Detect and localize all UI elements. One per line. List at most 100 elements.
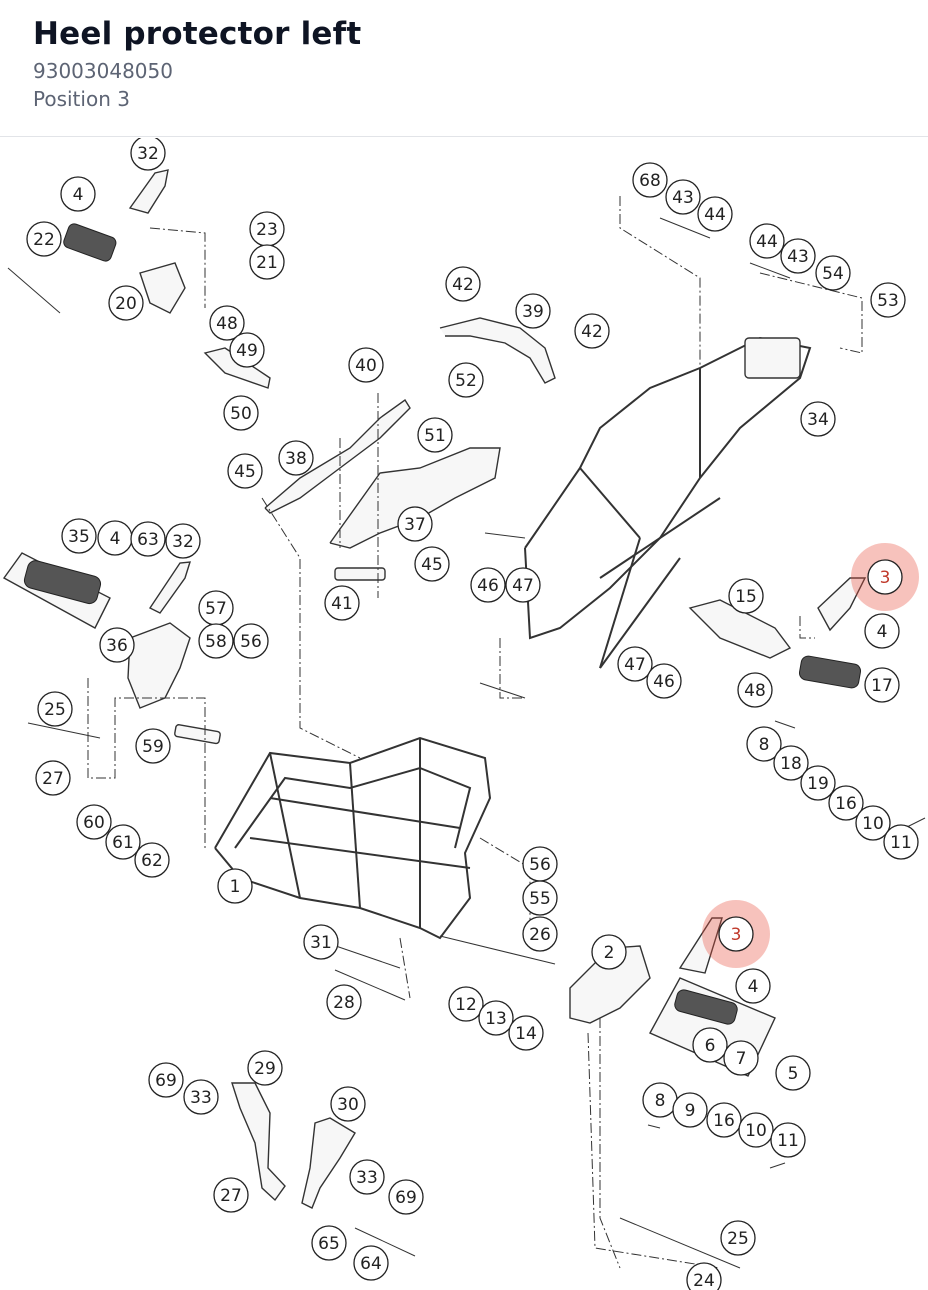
callout-circle[interactable] (775, 1055, 811, 1091)
callout-circle[interactable] (99, 627, 135, 663)
callout-circle[interactable] (134, 842, 170, 878)
callout-circle[interactable] (646, 663, 682, 699)
callout-circle[interactable] (770, 1122, 806, 1158)
callout-number: 37 (404, 515, 426, 535)
callout-circle[interactable] (249, 244, 285, 280)
callout-number: 1 (230, 877, 241, 897)
callout-circle[interactable] (229, 332, 265, 368)
callout-number: 26 (529, 925, 551, 945)
callout-circle[interactable] (353, 1245, 389, 1281)
callout-circle[interactable] (746, 726, 782, 762)
callout-circle[interactable] (855, 805, 891, 841)
callout-circle[interactable] (209, 305, 245, 341)
callout-number: 56 (529, 855, 551, 875)
callout-circle[interactable] (105, 824, 141, 860)
callout-circle[interactable] (26, 221, 62, 257)
callout-circle[interactable] (735, 968, 771, 1004)
callout-circle[interactable] (60, 176, 96, 212)
callout-circle[interactable] (706, 1102, 742, 1138)
callout-number: 48 (744, 681, 766, 701)
callout-circle[interactable] (718, 916, 754, 952)
callout-circle[interactable] (326, 984, 362, 1020)
callout-circle[interactable] (130, 521, 166, 557)
callout-circle[interactable] (672, 1092, 708, 1128)
callout-circle[interactable] (278, 440, 314, 476)
callout-circle[interactable] (198, 623, 234, 659)
callout-number: 3 (731, 925, 742, 945)
callout-circle[interactable] (867, 559, 903, 595)
callout-number: 27 (42, 769, 64, 789)
callout-circle[interactable] (522, 916, 558, 952)
callout-circle[interactable] (303, 924, 339, 960)
callout-circle[interactable] (37, 691, 73, 727)
callout-circle[interactable] (574, 313, 610, 349)
callout-circle[interactable] (686, 1262, 722, 1290)
callout-number: 8 (759, 735, 770, 755)
callout-number: 4 (748, 977, 759, 997)
callout-circle[interactable] (388, 1179, 424, 1215)
callout-circle[interactable] (870, 282, 906, 318)
callout-circle[interactable] (130, 138, 166, 171)
callout-circle[interactable] (723, 1040, 759, 1076)
callout-number: 69 (395, 1188, 417, 1208)
callout-circle[interactable] (330, 1086, 366, 1122)
callout-circle[interactable] (864, 667, 900, 703)
callout-circle[interactable] (749, 223, 785, 259)
callout-number: 61 (112, 833, 134, 853)
callout-circle[interactable] (217, 868, 253, 904)
callout-circle[interactable] (515, 293, 551, 329)
callout-circle[interactable] (591, 934, 627, 970)
callout-number: 18 (780, 754, 802, 774)
callout-circle[interactable] (135, 728, 171, 764)
callout-circle[interactable] (697, 196, 733, 232)
callout-circle[interactable] (738, 1112, 774, 1148)
callout-circle[interactable] (348, 347, 384, 383)
callout-circle[interactable] (165, 523, 201, 559)
callout-circle[interactable] (632, 162, 668, 198)
callout-circle[interactable] (780, 238, 816, 274)
callout-circle[interactable] (720, 1220, 756, 1256)
callout-circle[interactable] (665, 179, 701, 215)
callout-circle[interactable] (617, 646, 653, 682)
callout-circle[interactable] (728, 578, 764, 614)
callout-circle[interactable] (448, 362, 484, 398)
callout-circle[interactable] (737, 672, 773, 708)
callout-circle[interactable] (233, 623, 269, 659)
callout-circle[interactable] (397, 506, 433, 542)
callout-circle[interactable] (445, 266, 481, 302)
callout-circle[interactable] (508, 1015, 544, 1051)
callout-circle[interactable] (505, 567, 541, 603)
callout-number: 44 (756, 232, 778, 252)
callout-circle[interactable] (773, 745, 809, 781)
callout-circle[interactable] (522, 880, 558, 916)
callout-circle[interactable] (311, 1225, 347, 1261)
callout-circle[interactable] (148, 1062, 184, 1098)
callout-circle[interactable] (692, 1027, 728, 1063)
callout-circle[interactable] (108, 285, 144, 321)
callout-circle[interactable] (183, 1079, 219, 1115)
callout-circle[interactable] (223, 395, 259, 431)
callout-circle[interactable] (76, 804, 112, 840)
callout-circle[interactable] (828, 785, 864, 821)
callout-circle[interactable] (864, 613, 900, 649)
callout-number: 3 (880, 568, 891, 588)
callout-circle[interactable] (883, 824, 919, 860)
callout-circle[interactable] (324, 585, 360, 621)
callout-circle[interactable] (61, 518, 97, 554)
callout-circle[interactable] (800, 401, 836, 437)
callout-circle[interactable] (414, 546, 450, 582)
callout-circle[interactable] (448, 986, 484, 1022)
callout-circle[interactable] (213, 1177, 249, 1213)
callout-circle[interactable] (35, 760, 71, 796)
callout-circle[interactable] (247, 1050, 283, 1086)
callout-number: 6 (705, 1036, 716, 1056)
callout-circle[interactable] (470, 567, 506, 603)
callout-circle[interactable] (800, 765, 836, 801)
callout-circle[interactable] (478, 1000, 514, 1036)
callout-circle[interactable] (815, 255, 851, 291)
callout-circle[interactable] (417, 417, 453, 453)
callout-number: 49 (236, 341, 258, 361)
callout-number: 58 (205, 632, 227, 652)
callout-circle[interactable] (227, 453, 263, 489)
callout-circle[interactable] (349, 1159, 385, 1195)
